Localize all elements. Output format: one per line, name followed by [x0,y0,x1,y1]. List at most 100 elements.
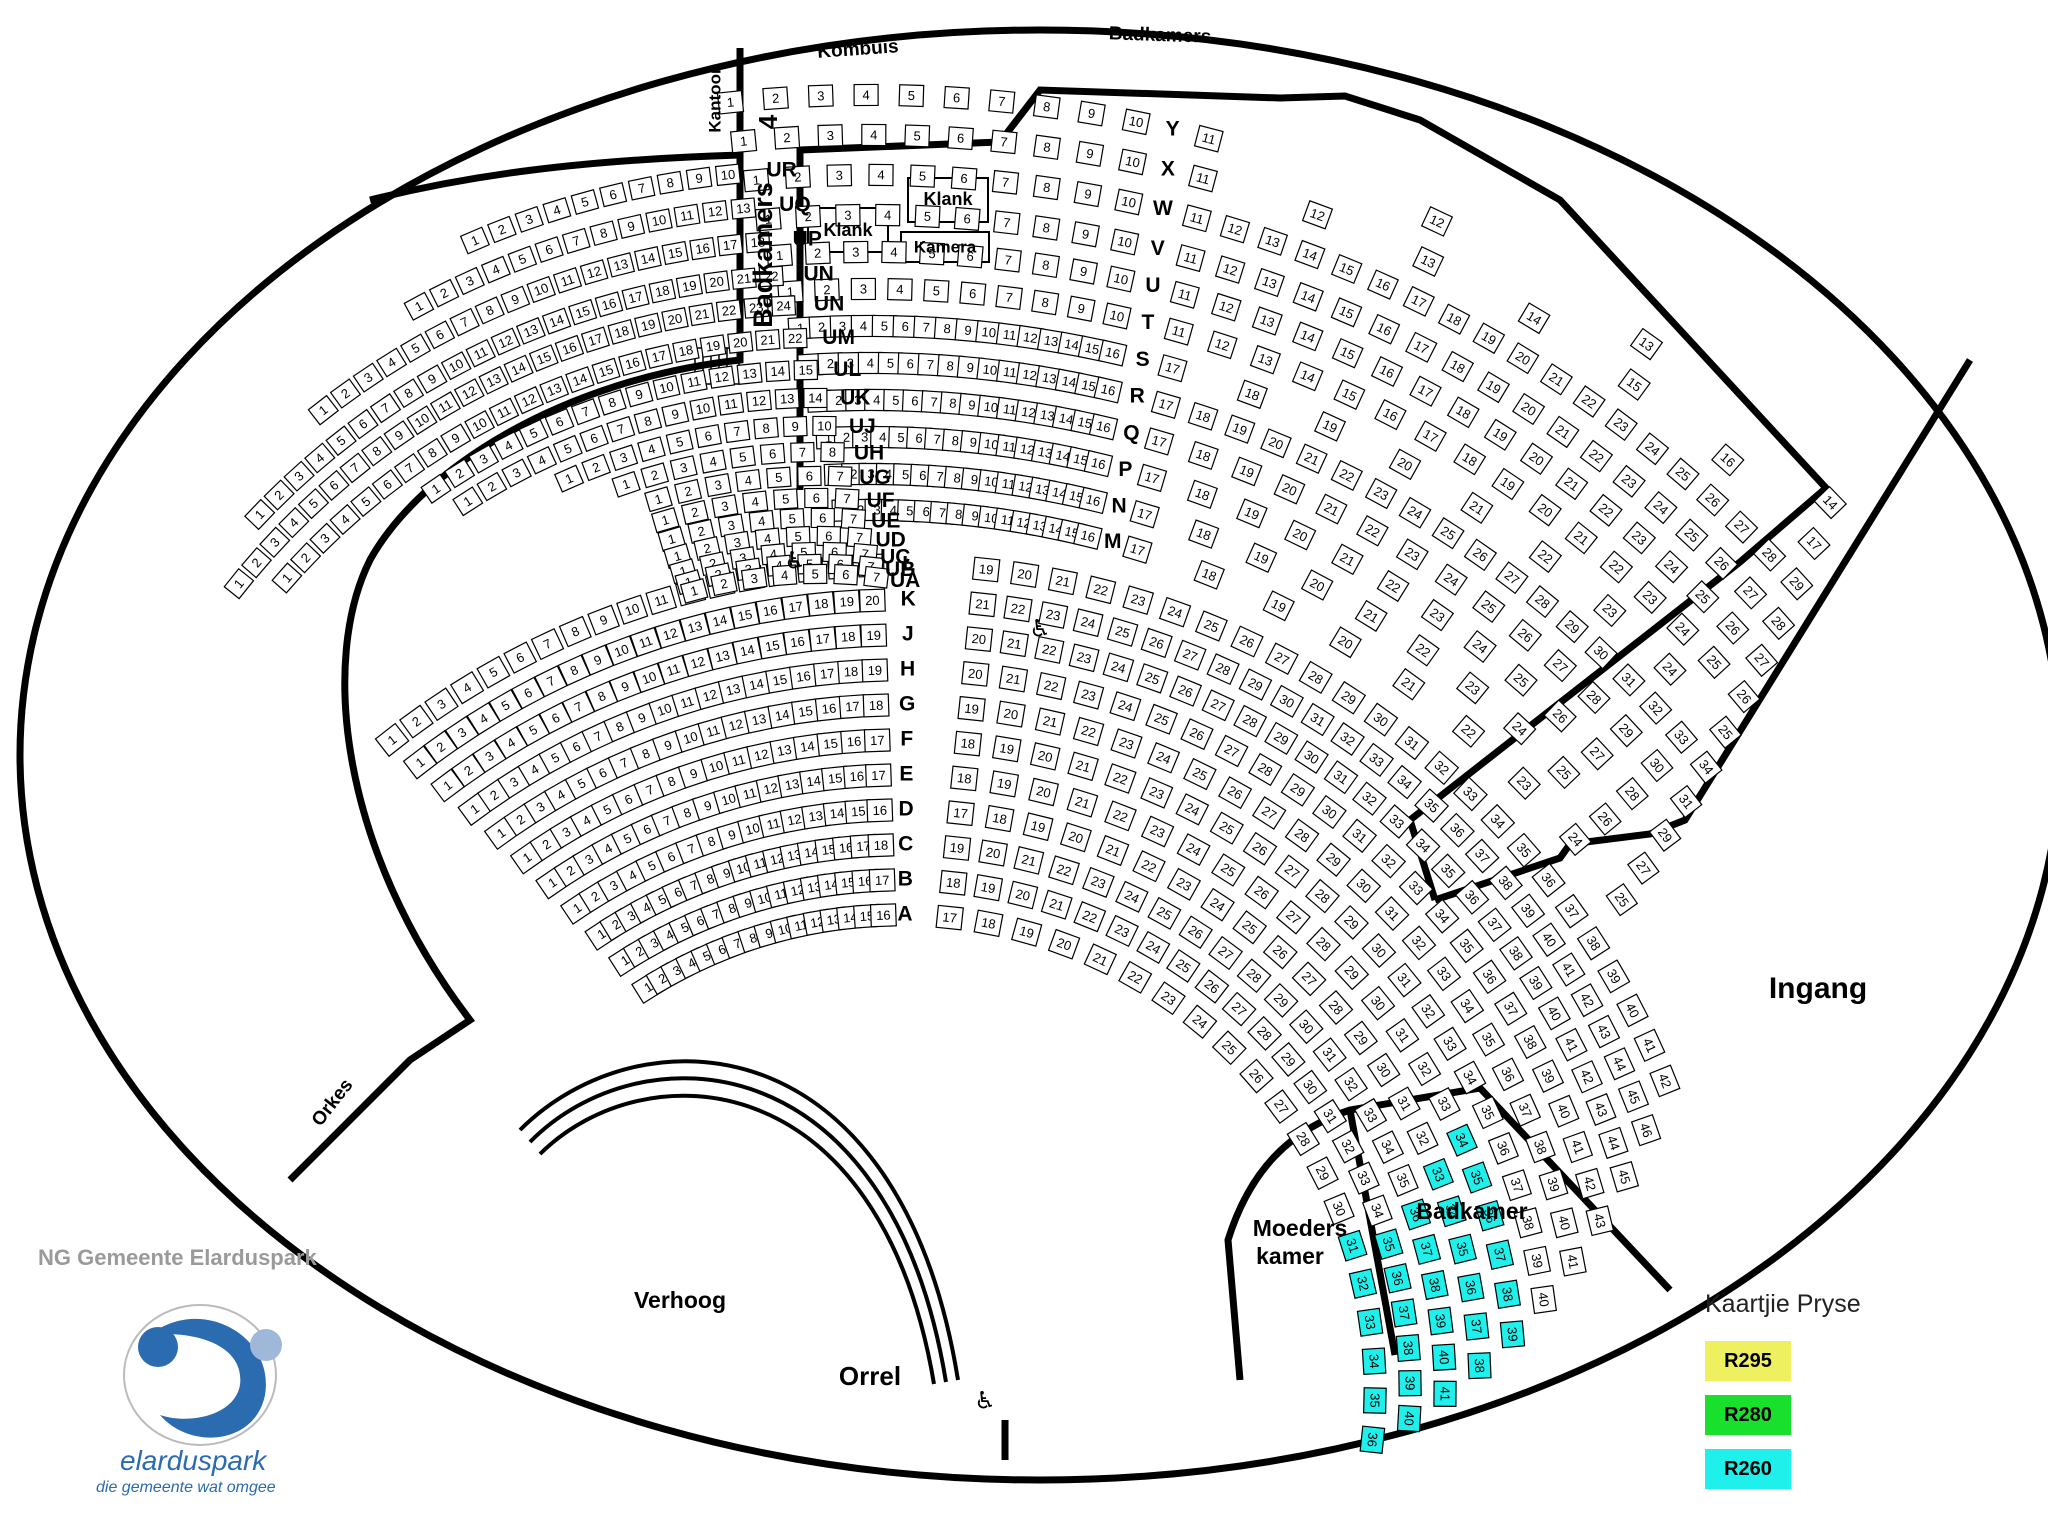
seat[interactable]: 15 [1617,368,1651,401]
seat[interactable]: 36 [1472,959,1507,995]
seat[interactable]: 17 [1157,354,1188,383]
seat[interactable]: 3 [740,566,768,591]
seat[interactable]: 23 [1122,585,1155,615]
seat-box[interactable] [1472,959,1507,995]
seat[interactable]: 5 [507,245,538,273]
seat[interactable]: 18 [862,693,890,718]
seat-box[interactable] [1422,1157,1455,1191]
seat-box[interactable] [1517,302,1551,335]
seat-box[interactable] [973,874,1004,902]
seat[interactable]: 21 [1460,491,1494,525]
seat[interactable]: 27 [1724,510,1759,544]
seat[interactable]: 19 [675,274,704,299]
seat[interactable]: 20 [978,839,1008,867]
seat[interactable]: 3 [259,526,291,559]
seat[interactable]: 14 [792,733,823,760]
seat[interactable]: 14 [541,307,572,335]
seat[interactable]: 34 [1480,803,1516,839]
seat[interactable]: 23 [1151,981,1186,1016]
seat[interactable]: 12 [654,619,687,650]
seat-box[interactable] [1450,988,1485,1024]
seat-box[interactable] [1572,385,1606,418]
seat-box[interactable] [1761,606,1796,641]
seat-box[interactable] [1206,653,1240,686]
seat[interactable]: 27 [1291,961,1327,997]
seat-box[interactable] [1394,725,1430,761]
seat[interactable]: 24 [1109,691,1142,722]
seat[interactable]: 42 [1649,1064,1681,1098]
seat-box[interactable] [1414,788,1450,823]
seat-box[interactable] [1499,1320,1526,1349]
seat[interactable]: 38 [1524,1130,1556,1164]
seat[interactable]: 9 [617,213,646,239]
seat-box[interactable] [1073,901,1107,933]
seat-box[interactable] [1175,244,1206,273]
seat-box[interactable] [1301,200,1334,230]
seat[interactable]: 26 [1463,538,1498,572]
seat-box[interactable] [1488,865,1524,901]
seat[interactable]: 1 [374,722,410,758]
seat[interactable]: 44 [1603,1047,1636,1081]
seat[interactable]: 1 [644,486,673,513]
seat-box[interactable] [1253,267,1286,298]
seat[interactable]: 1 [420,473,452,504]
seat-box[interactable] [1194,610,1228,642]
seat[interactable]: 35 [1373,1228,1404,1260]
seat-box[interactable] [1007,880,1039,910]
seat[interactable]: 23 [1110,728,1143,759]
seat-box[interactable] [813,278,840,302]
seat[interactable]: 20 [1511,392,1546,426]
seat-box[interactable] [1330,253,1363,285]
seat-box[interactable] [1436,1195,1467,1228]
seat-box[interactable] [1323,1192,1355,1226]
seat[interactable]: 14 [704,606,736,636]
seat[interactable]: 31 [1374,896,1410,931]
seat[interactable]: 43 [1587,1014,1621,1049]
seat-box[interactable] [1439,812,1475,848]
seat[interactable]: 4 [637,436,666,463]
seat[interactable]: 23 [1593,593,1627,628]
seat[interactable]: 12 [453,378,485,408]
seat[interactable]: 12 [1210,292,1242,322]
seat-box[interactable] [993,210,1021,236]
seat-box[interactable] [1452,776,1488,812]
seat[interactable]: 24 [1200,887,1235,922]
seat-box[interactable] [1232,910,1268,945]
seat-box[interactable] [1088,413,1119,441]
seat-box[interactable] [898,84,925,108]
seat-box[interactable] [1221,991,1257,1027]
seat[interactable]: 6 [694,423,723,449]
seat[interactable]: 26 [1140,627,1173,659]
seat-box[interactable] [1406,1121,1439,1156]
seat[interactable]: 9 [1077,100,1106,127]
seat[interactable]: 11 [1181,204,1212,233]
seat[interactable]: 23 [1612,464,1646,498]
seat-box[interactable] [1334,904,1369,940]
seat-box[interactable] [817,124,844,148]
seat-box[interactable] [1145,703,1179,735]
seat-box[interactable] [1330,459,1364,491]
seat-box[interactable] [503,641,538,674]
seat[interactable]: 40 [1537,996,1571,1031]
seat[interactable]: 19 [860,623,888,648]
seat[interactable]: 17 [1150,390,1182,419]
seat-box[interactable] [1513,1207,1543,1239]
seat-box[interactable] [1032,174,1061,201]
seat-box[interactable] [1032,134,1062,160]
seat[interactable]: 28 [1615,776,1649,811]
seat[interactable]: 38 [1420,1269,1449,1301]
seat-box[interactable] [1524,1130,1556,1164]
seat[interactable]: 33 [1422,1157,1455,1191]
seat-box[interactable] [1331,337,1364,369]
seat-box[interactable] [942,835,972,861]
seat-box[interactable] [953,730,983,757]
seat[interactable]: 8 [589,220,618,247]
seat[interactable]: 13 [1629,327,1664,361]
seat[interactable]: 32 [1406,1121,1439,1156]
seat[interactable]: 29 [1316,842,1352,877]
seat-box[interactable] [629,626,662,658]
seat[interactable]: 18 [939,869,968,896]
seat-box[interactable] [402,745,438,780]
seat-box[interactable] [1109,691,1142,722]
seat-box[interactable] [1453,1060,1487,1095]
